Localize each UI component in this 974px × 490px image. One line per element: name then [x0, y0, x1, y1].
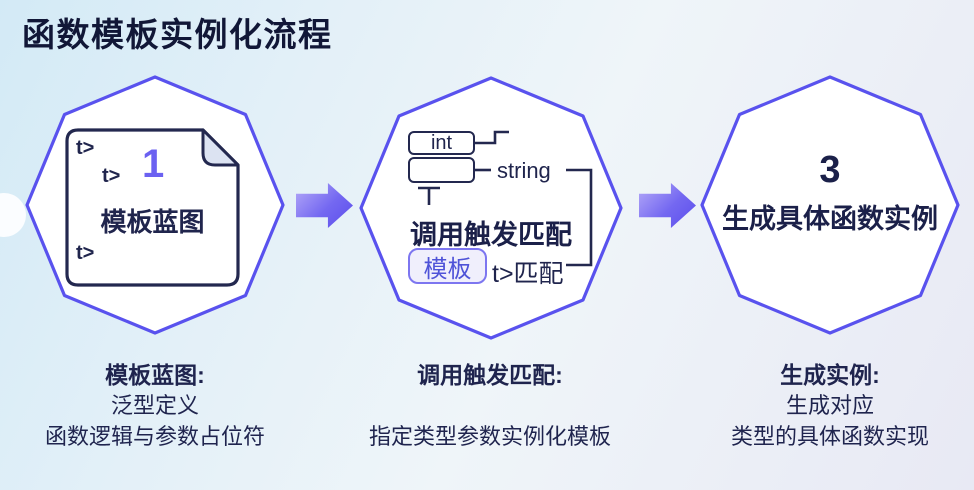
document-icon: t> t> 1 模板蓝图 t>	[65, 128, 240, 287]
code-snippet-mid: t>	[102, 165, 121, 187]
caption-1-line-2: 函数逻辑与参数占位符	[44, 424, 265, 449]
step-2-content: int string 调用触发匹配 模板 t>匹配	[359, 76, 623, 340]
caption-3-line-2: 类型的具体函数实现	[730, 424, 929, 449]
step-3-content: 3 生成具体函数实例	[700, 75, 960, 335]
template-chip: 模板	[408, 248, 487, 284]
int-type-box: int	[408, 131, 475, 155]
code-snippet-top: t>	[76, 137, 95, 159]
flow-arrow-icon-2	[639, 183, 696, 228]
connector-lines	[418, 130, 593, 267]
step-2-heading: 调用触发匹配	[410, 220, 572, 250]
caption-2-line-2: 指定类型参数实例化模板	[368, 424, 611, 449]
code-snippet-bottom: t>	[76, 242, 95, 264]
step-1-label: 模板蓝图	[100, 207, 205, 237]
caption-3-heading: 生成实例:	[780, 362, 880, 388]
step-3-octagon: 3 生成具体函数实例	[700, 75, 960, 335]
step-1-octagon: t> t> 1 模板蓝图 t>	[25, 75, 285, 335]
document-shape	[65, 128, 240, 287]
empty-type-box	[408, 157, 475, 183]
step-2-octagon: int string 调用触发匹配 模板 t>匹配	[359, 76, 623, 340]
template-chip-label: 模板	[423, 255, 472, 283]
caption-1-line-1: 泛型定义	[110, 393, 199, 418]
octagon-outline	[700, 75, 960, 335]
caption-step-2: 调用触发匹配: 指定类型参数实例化模板	[325, 360, 655, 452]
match-label: t>匹配	[492, 260, 564, 288]
left-edge-circle-decoration	[0, 193, 26, 237]
caption-step-3: 生成实例: 生成对应 类型的具体函数实现	[665, 360, 974, 452]
page-fold-icon	[201, 128, 240, 167]
page-title: 函数模板实例化流程	[22, 16, 333, 53]
int-type-label: int	[430, 131, 453, 154]
caption-step-1: 模板蓝图: 泛型定义 函数逻辑与参数占位符	[0, 360, 320, 452]
step-3-number: 3	[819, 149, 841, 191]
step-1-content: t> t> 1 模板蓝图 t>	[25, 75, 285, 335]
caption-2-heading: 调用触发匹配:	[417, 362, 563, 388]
flow-arrow-icon-1	[296, 183, 353, 228]
string-type-label: string	[497, 158, 551, 183]
step-3-heading: 生成具体函数实例	[722, 204, 938, 234]
caption-1-heading: 模板蓝图:	[105, 362, 205, 388]
step-1-number: 1	[142, 142, 165, 186]
document-outline	[65, 128, 240, 287]
caption-2-line-1	[325, 390, 655, 421]
caption-3-line-1: 生成对应	[785, 393, 874, 418]
